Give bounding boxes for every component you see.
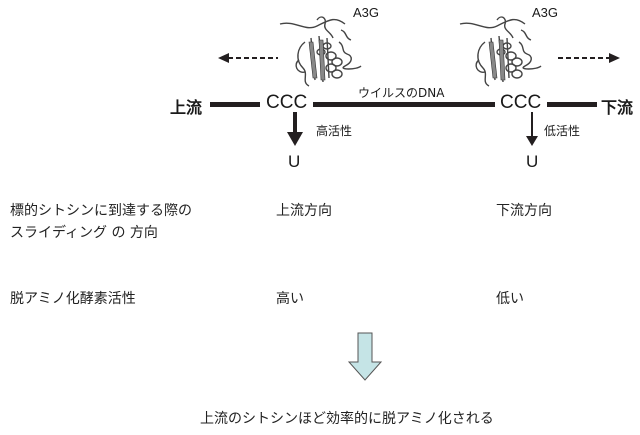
row-activity-downstream-value: 低い bbox=[496, 291, 524, 307]
high-activity-label: 高活性 bbox=[316, 124, 353, 138]
high-activity-arrow-icon bbox=[287, 112, 303, 146]
a3g-protein-structure-right bbox=[459, 16, 542, 87]
conclusion-text: 上流のシトシンほど効率的に脱アミノ化される bbox=[200, 411, 494, 427]
row-sliding-header-line2: スライディング の 方向 bbox=[10, 225, 158, 241]
a3g-protein-structure-left bbox=[279, 16, 362, 87]
product-downstream-u: U bbox=[526, 152, 539, 171]
slide-left-arrow-icon bbox=[218, 53, 278, 63]
protein-label-left: A3G bbox=[353, 5, 380, 20]
row-sliding-upstream-value: 上流方向 bbox=[276, 203, 332, 219]
dna-strand-segment-left bbox=[210, 102, 260, 107]
row-sliding-header-line1: 標的シトシンに到達する際の bbox=[10, 203, 192, 219]
dna-label: ウイルスのDNA bbox=[358, 86, 445, 100]
conclusion-arrow-icon bbox=[347, 332, 383, 381]
upstream-label: 上流 bbox=[170, 98, 203, 117]
product-upstream-u: U bbox=[288, 152, 301, 171]
site-downstream-ccc: CCC bbox=[500, 92, 542, 113]
dna-strand-segment-right bbox=[547, 102, 597, 107]
site-upstream-ccc: CCC bbox=[266, 92, 308, 113]
row-sliding-downstream-value: 下流方向 bbox=[496, 203, 552, 219]
low-activity-arrow-icon bbox=[526, 112, 538, 146]
row-activity-upstream-value: 高い bbox=[276, 291, 304, 307]
dna-strand-segment-middle bbox=[313, 102, 495, 107]
protein-label-right: A3G bbox=[532, 5, 559, 20]
row-activity-header: 脱アミノ化酵素活性 bbox=[10, 291, 136, 307]
slide-right-arrow-icon bbox=[558, 53, 620, 63]
downstream-label: 下流 bbox=[601, 98, 634, 117]
low-activity-label: 低活性 bbox=[544, 124, 581, 138]
